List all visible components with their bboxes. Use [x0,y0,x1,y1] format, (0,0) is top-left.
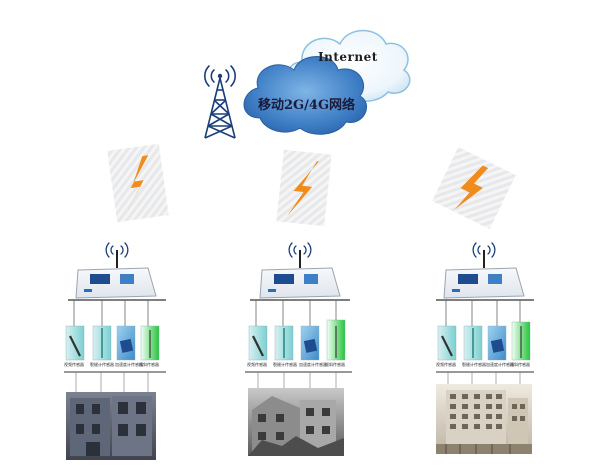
data-logger-icon [443,267,525,299]
sensor-icon [437,321,531,361]
wifi-signal-icon [288,242,312,258]
site-middle [245,242,352,456]
wifi-signal-icon [105,242,129,258]
mobile-network-label: 移动2G/4G网络 [258,98,356,113]
sensor-label-tilt-middle: 倾斜传感器 [325,362,345,367]
lightning-bolt-icon [126,155,149,213]
sensor-label-tilt-right: 倾斜传感器 [510,362,530,367]
wifi-signal-icon [472,242,496,258]
sensor-label-crack-left: 裂缝计传感器 [90,362,114,367]
sensor-label-tilt-left: 倾斜传感器 [139,362,159,367]
wireless-link-middle [276,149,332,227]
wireless-link-left [107,143,169,223]
building-photo [436,384,532,454]
data-logger-icon [75,267,157,299]
lightning-bolt-icon [454,165,489,210]
site-left [64,242,166,460]
building-photo [66,392,156,460]
sensor-label-crack-middle: 裂缝计传感器 [273,362,297,367]
sensor-label-accel-left: 加速度计传感器 [115,362,143,367]
sensor-label-video-middle: 视频传感器 [247,362,267,367]
sensor-label-video-right: 视频传感器 [436,362,456,367]
data-logger-icon [259,267,341,299]
sensor-label-crack-right: 裂缝计传感器 [462,362,486,367]
sensor-label-accel-right: 加速度计传感器 [486,362,514,367]
building-photo [248,388,344,456]
site-right [436,242,534,454]
sensor-icon [65,325,160,361]
sensor-label-accel-middle: 加速度计传感器 [299,362,327,367]
cell-tower-icon [204,65,236,139]
internet-label: Internet [318,50,378,64]
lightning-bolt-icon [286,161,319,217]
sensor-icon [248,319,346,361]
mobile-network-cloud [243,56,367,135]
sensor-label-video-left: 视频传感器 [64,362,84,367]
wireless-link-right [432,147,516,229]
